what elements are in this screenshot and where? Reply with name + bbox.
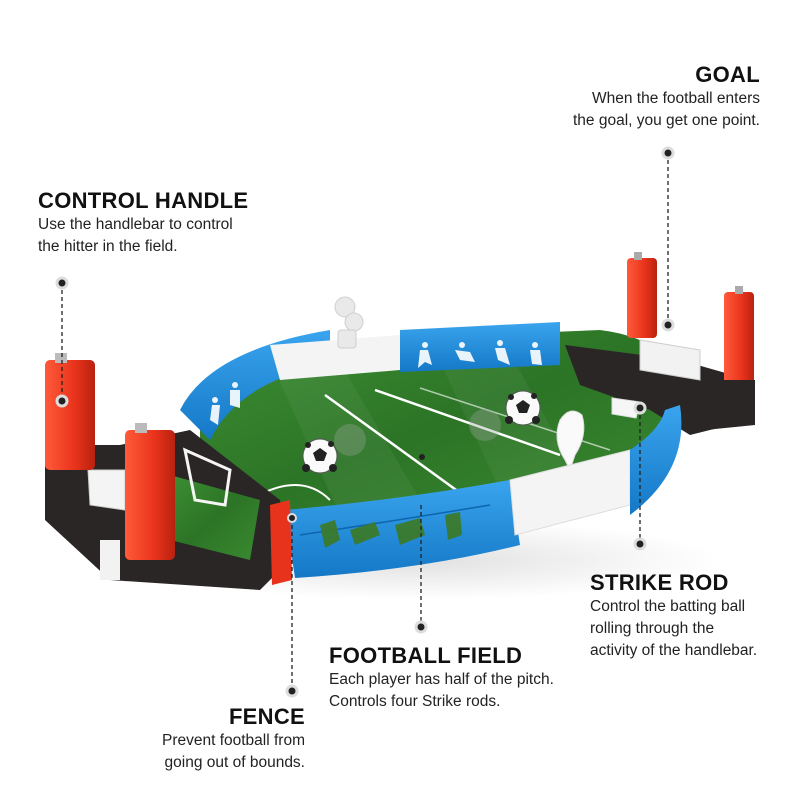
callout-desc: the hitter in the field. xyxy=(38,238,178,255)
callout-title: FENCE xyxy=(228,704,305,729)
callout-pointers xyxy=(61,153,669,690)
callout-desc: activity of the handlebar. xyxy=(590,642,758,659)
callout-title: GOAL xyxy=(695,62,760,87)
field-pointer-dot xyxy=(414,620,428,634)
callout-desc: rolling through the xyxy=(590,620,715,637)
callout-desc: Prevent football from xyxy=(161,732,305,749)
player-silhouettes xyxy=(320,512,462,548)
control-handle-right xyxy=(125,430,175,560)
control-handle-pointer-dot xyxy=(55,394,69,408)
callout-desc: the goal, you get one point. xyxy=(572,112,760,129)
callout-goal: GOAL When the football enters the goal, … xyxy=(520,62,760,132)
callout-desc: Use the handlebar to control xyxy=(38,216,233,233)
goal-pointer-dot xyxy=(661,146,675,160)
ball-motion-trail xyxy=(334,424,366,456)
callout-desc: Controls four Strike rods. xyxy=(329,693,501,710)
football-ball xyxy=(302,438,338,474)
right-goal-assembly xyxy=(565,252,755,435)
callout-title: STRIKE ROD xyxy=(590,570,729,595)
fence-pointer-dot xyxy=(285,684,299,698)
callout-title: CONTROL HANDLE xyxy=(38,188,249,213)
callout-strike-rod: STRIKE ROD Control the batting ball roll… xyxy=(590,570,800,662)
ball-motion-trail xyxy=(469,409,501,441)
callout-desc: Control the batting ball xyxy=(590,598,746,615)
callout-desc: Each player has half of the pitch. xyxy=(329,671,554,688)
left-goal-assembly xyxy=(45,353,290,590)
front-fence xyxy=(270,405,682,585)
goal-handle-right xyxy=(724,292,754,384)
strike-rod-pointer-dot xyxy=(633,537,647,551)
goal-pointer-dot xyxy=(661,318,675,332)
callout-football-field: FOOTBALL FIELD Each player has half of t… xyxy=(329,643,609,713)
control-handle-pointer-dot xyxy=(55,276,69,290)
callout-desc: going out of bounds. xyxy=(164,754,305,771)
callout-desc: When the football enters xyxy=(591,90,760,107)
back-fence xyxy=(180,296,560,440)
football-ball xyxy=(505,390,541,426)
goal-handle-left xyxy=(627,258,657,338)
callout-control-handle: CONTROL HANDLE Use the handlebar to cont… xyxy=(38,188,298,258)
callout-fence: FENCE Prevent football from going out of… xyxy=(120,704,305,774)
strike-rod-paddle xyxy=(556,410,585,472)
trophy-ornament xyxy=(334,296,364,349)
strike-rod-pointer-dot xyxy=(633,401,647,415)
control-handle-left xyxy=(45,360,95,470)
fence-pointer-dot xyxy=(287,513,297,523)
callout-title: FOOTBALL FIELD xyxy=(329,643,523,668)
